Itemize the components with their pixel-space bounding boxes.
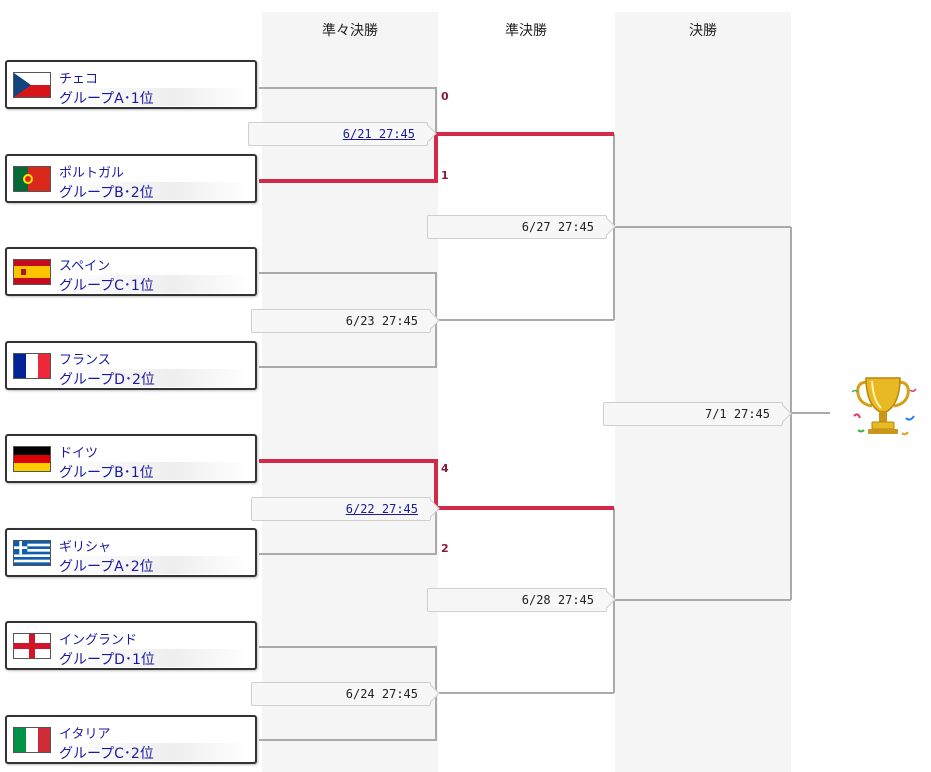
team-name[interactable]: チェコ [59, 72, 99, 87]
match-qf4-date: 6/24 27:45 [345, 687, 418, 701]
team-card-germany[interactable]: ドイツ グループB･1位 [5, 434, 257, 483]
team-group[interactable]: グループA･1位 [59, 88, 249, 107]
team-name[interactable]: ポルトガル [59, 166, 125, 181]
team-name[interactable]: イタリア [59, 727, 111, 742]
portugal-flag-icon [13, 166, 51, 192]
match-qf2-date: 6/23 27:45 [345, 314, 418, 328]
spain-flag-icon [13, 259, 51, 285]
team-card-greece[interactable]: ギリシャ グループA･2位 [5, 528, 257, 577]
winner-line-qf1 [259, 132, 614, 183]
france-flag-icon [13, 353, 51, 379]
round-title-final: 決勝 [689, 23, 717, 39]
team-card-italy[interactable]: イタリア グループC･2位 [5, 715, 257, 764]
round-title-sf: 準決勝 [505, 23, 547, 39]
score-qf3-top: 4 [441, 462, 449, 475]
greece-flag-icon [13, 540, 51, 566]
team-card-france[interactable]: フランス グループD･2位 [5, 341, 257, 390]
score-qf1-bottom: 1 [441, 169, 449, 182]
czech-flag-icon [13, 72, 51, 98]
team-name[interactable]: スペイン [59, 259, 111, 274]
match-qf3[interactable]: 6/22 27:45 [251, 497, 440, 521]
team-group[interactable]: グループC･2位 [59, 743, 249, 762]
line-qf3-bottom [259, 508, 437, 555]
germany-flag-icon [13, 446, 51, 472]
match-qf3-link[interactable]: 6/22 27:45 [345, 502, 418, 516]
match-sf1: 6/27 27:45 [427, 215, 616, 239]
score-qf3-bottom: 2 [441, 542, 449, 555]
match-sf2: 6/28 27:45 [427, 588, 616, 612]
match-sf1-date: 6/27 27:45 [521, 220, 594, 234]
trophy-icon [848, 372, 918, 442]
match-qf4: 6/24 27:45 [251, 682, 440, 706]
match-sf2-date: 6/28 27:45 [521, 593, 594, 607]
team-card-czech[interactable]: チェコ グループA･1位 [5, 60, 257, 109]
team-group[interactable]: グループD･1位 [59, 649, 249, 668]
team-card-england[interactable]: イングランド グループD･1位 [5, 621, 257, 670]
team-group[interactable]: グループB･2位 [59, 182, 249, 201]
team-group[interactable]: グループC･1位 [59, 275, 249, 294]
italy-flag-icon [13, 727, 51, 753]
team-name[interactable]: フランス [59, 353, 111, 368]
match-qf1[interactable]: 6/21 27:45 [248, 122, 437, 146]
line-qf1-top [259, 87, 437, 133]
team-name[interactable]: イングランド [59, 633, 138, 648]
match-qf1-link[interactable]: 6/21 27:45 [342, 127, 415, 141]
winner-line-qf3 [259, 459, 614, 510]
match-final-date: 7/1 27:45 [704, 407, 770, 421]
team-group[interactable]: グループA･2位 [59, 556, 249, 575]
team-card-portugal[interactable]: ポルトガル グループB･2位 [5, 154, 257, 203]
round-title-qf: 準々決勝 [322, 23, 378, 39]
team-name[interactable]: ドイツ [59, 446, 99, 461]
team-group[interactable]: グループD･2位 [59, 369, 249, 388]
team-card-spain[interactable]: スペイン グループC･1位 [5, 247, 257, 296]
team-group[interactable]: グループB･1位 [59, 462, 249, 481]
score-qf1-top: 0 [441, 90, 449, 103]
match-final: 7/1 27:45 [603, 402, 792, 426]
final-column-bg [615, 12, 791, 772]
team-name[interactable]: ギリシャ [59, 540, 112, 555]
england-flag-icon [13, 633, 51, 659]
match-qf2: 6/23 27:45 [251, 309, 440, 333]
